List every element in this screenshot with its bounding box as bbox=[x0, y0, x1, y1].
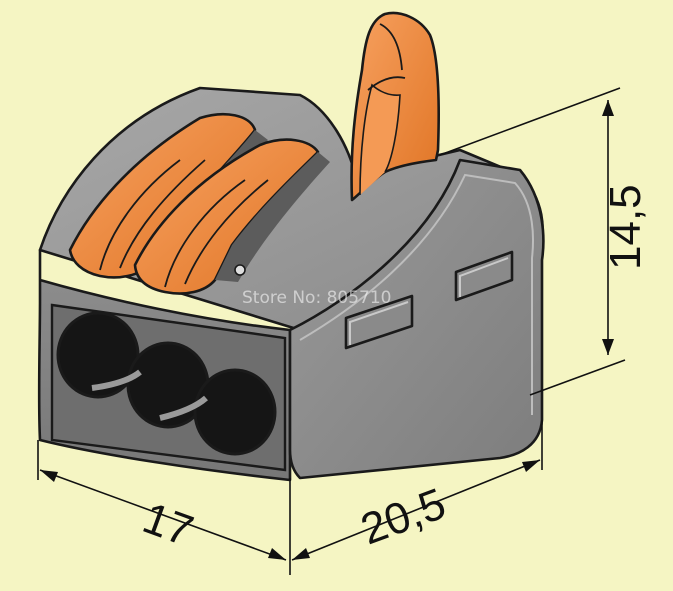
dimension-line-width bbox=[39, 469, 287, 561]
side-slot-right-inner bbox=[459, 257, 509, 297]
wire-hole-3 bbox=[193, 368, 277, 456]
lever-2-ridge bbox=[164, 179, 269, 288]
lever-3-notch bbox=[367, 23, 406, 91]
hole-highlight-2 bbox=[159, 395, 208, 421]
watermark-text: Store No: 805710 bbox=[242, 288, 391, 308]
side-slot-left bbox=[344, 294, 414, 350]
dimension-width-label: 17 bbox=[137, 493, 200, 556]
extension-line-top bbox=[439, 87, 621, 156]
lever-2-shadow bbox=[215, 152, 330, 282]
side-slot-left-inner bbox=[349, 301, 409, 345]
dimension-height-label: 14,5 bbox=[601, 184, 650, 270]
lever-3-face bbox=[359, 83, 401, 196]
hole-highlight-1 bbox=[91, 369, 142, 391]
dimension-depth-label: 20,5 bbox=[355, 479, 452, 554]
arrowhead-height-top bbox=[602, 100, 614, 116]
pivot-pin bbox=[234, 264, 246, 276]
dimension-line-depth bbox=[291, 459, 541, 561]
side-bevel bbox=[299, 173, 534, 415]
side-slot-right bbox=[454, 250, 514, 302]
arrowhead-depth-right bbox=[522, 460, 540, 472]
arrowhead-depth-left bbox=[292, 548, 310, 560]
arrowhead-width-left bbox=[40, 470, 58, 482]
extension-line-bottom bbox=[529, 359, 626, 396]
housing-side bbox=[288, 158, 545, 480]
lever-1-ridge bbox=[99, 159, 206, 271]
arrowhead-width-right bbox=[268, 548, 286, 560]
arrowhead-height-bottom bbox=[602, 339, 614, 355]
